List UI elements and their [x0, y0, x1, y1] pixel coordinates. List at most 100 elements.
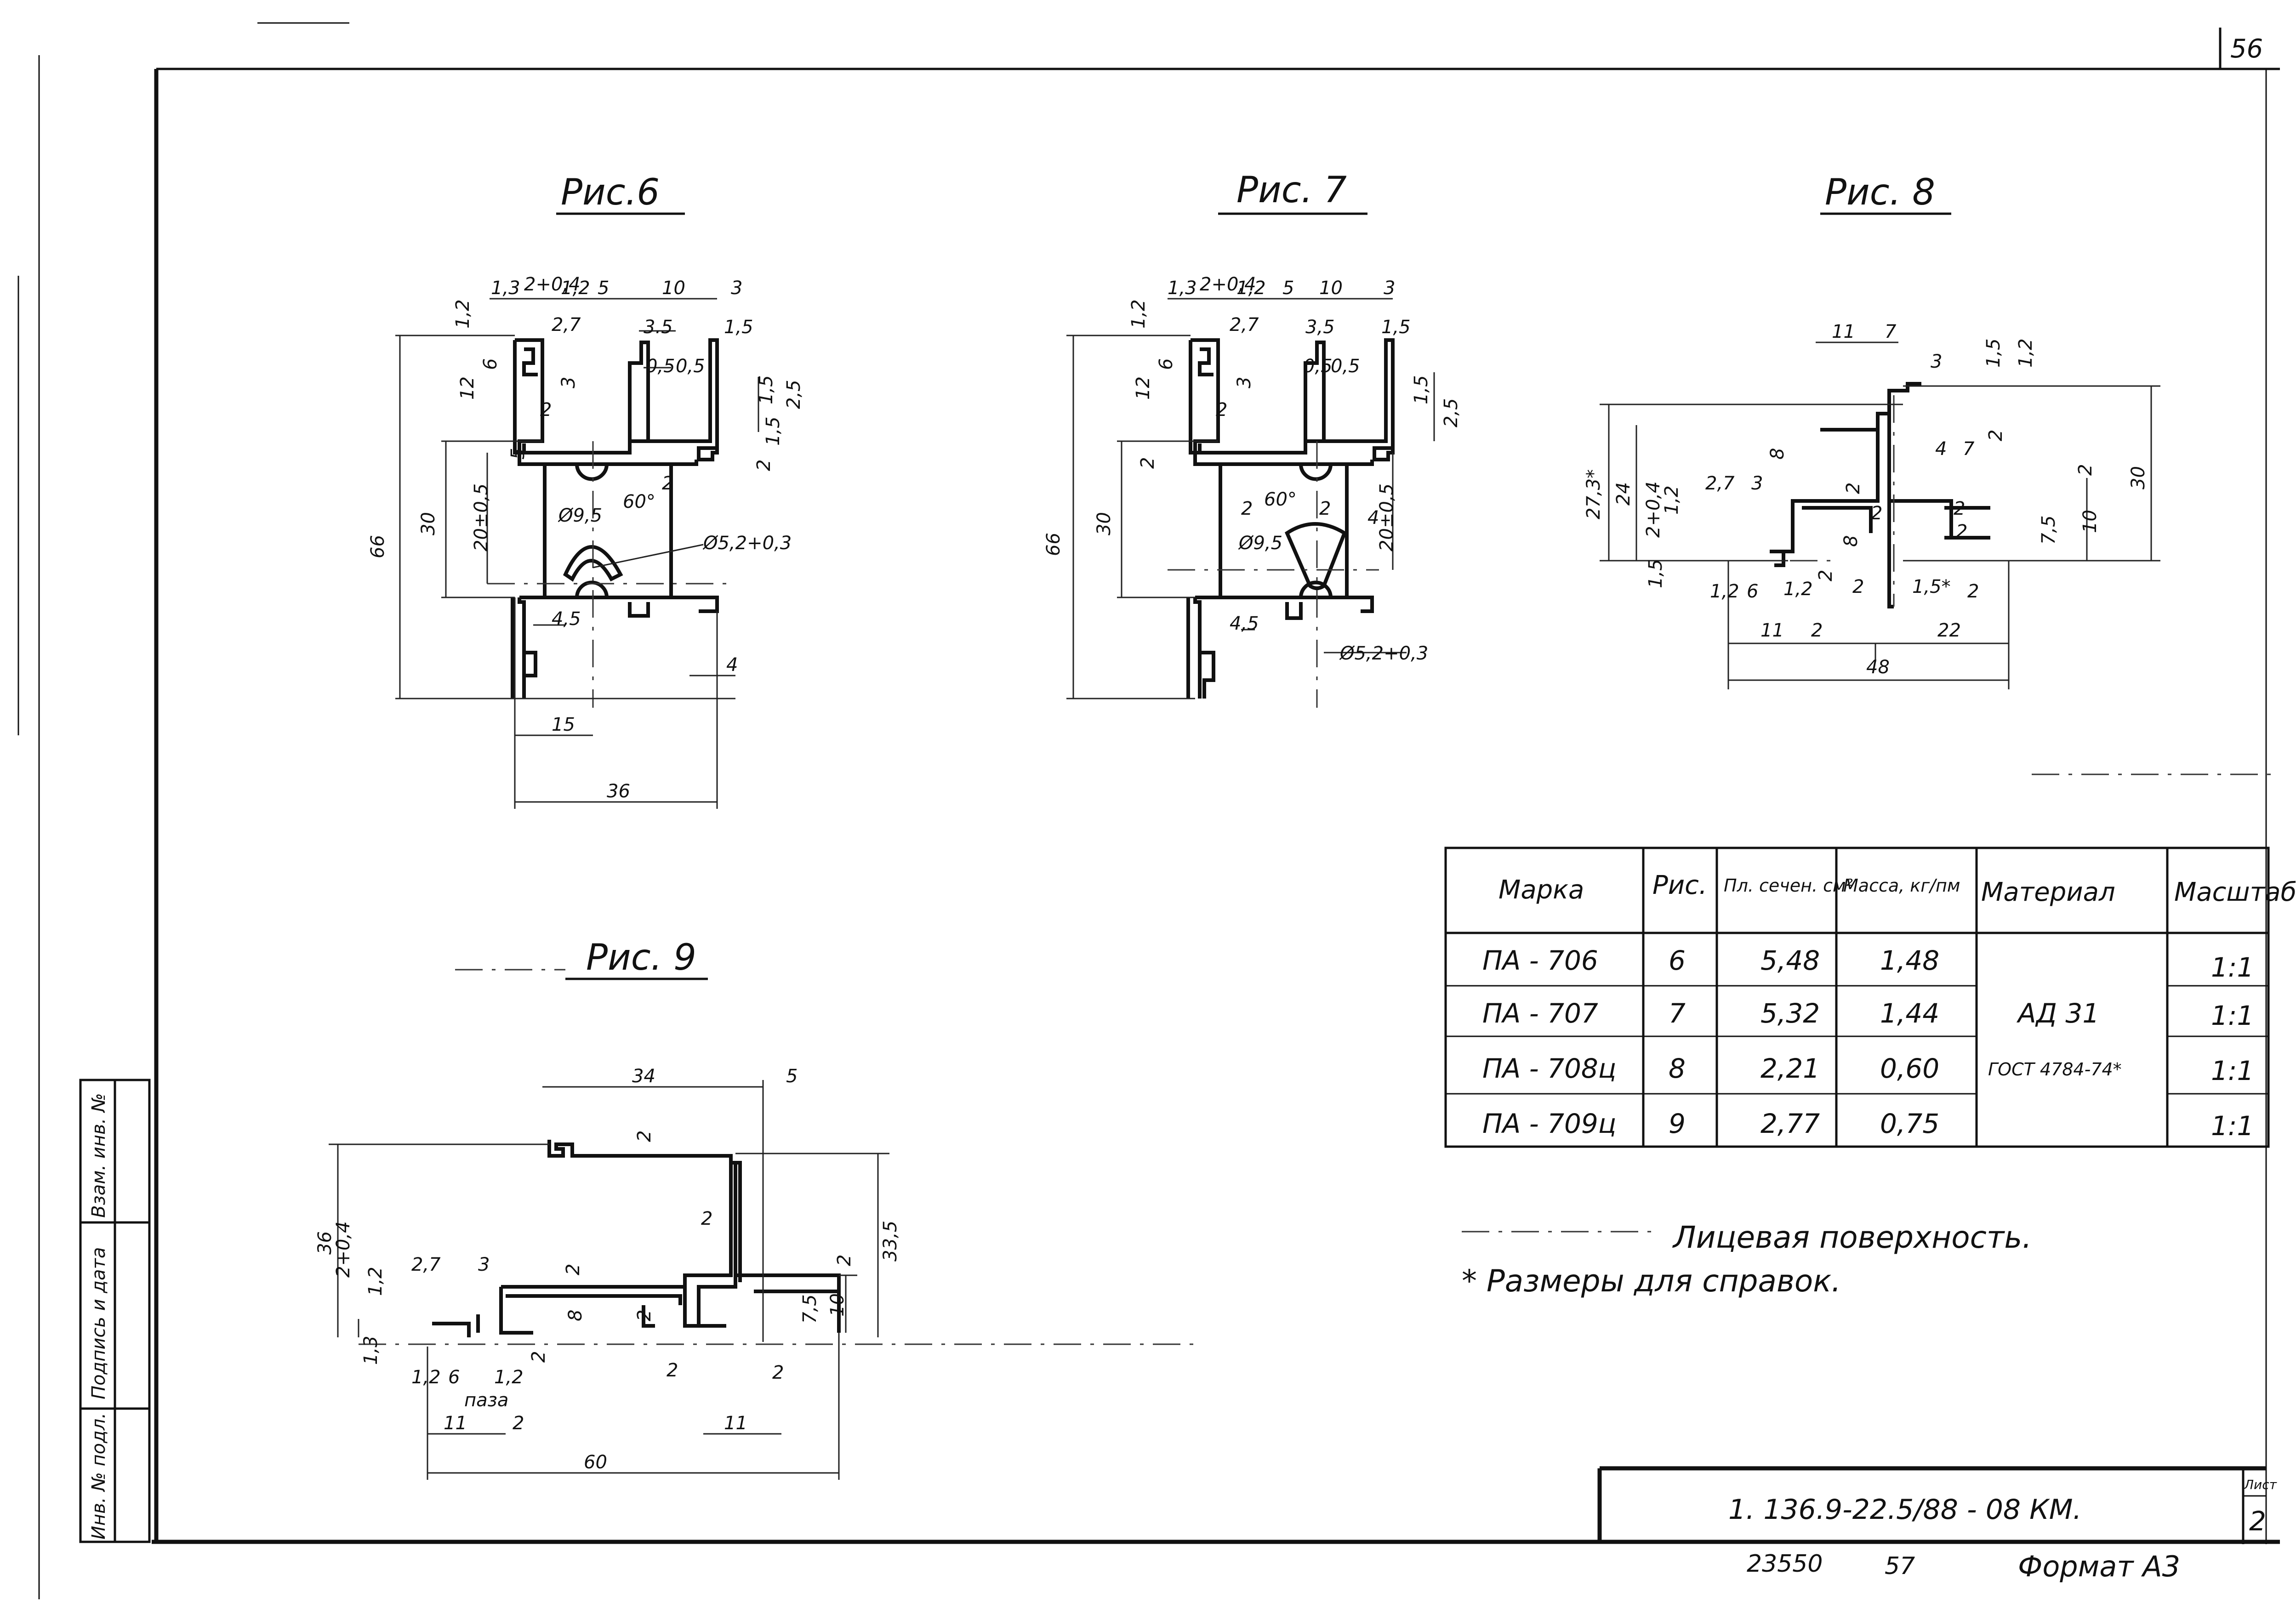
figure-9-profile: [359, 1140, 1195, 1345]
fig6-dim-13: 0,5: [646, 356, 675, 377]
fig8-dim-15: 2: [1871, 503, 1882, 524]
fig6-dim-2: 2+0,4: [524, 274, 581, 295]
fig9-dim-20: 6: [448, 1367, 460, 1388]
fig6-dim-8: 2,7: [552, 314, 581, 335]
figure-7-dimensions: 1,3 2+0,4 1,2 5 10 3 1,2 2,7 3,5 1,5 12 …: [1043, 274, 1462, 699]
fig8-dim-30: 2: [1852, 576, 1864, 597]
figure-9-title: Рис. 9: [586, 937, 696, 978]
fig8-dim-36: 48: [1866, 657, 1890, 678]
fig8-dim-13: 1,5: [1645, 559, 1666, 588]
fig7-dim-22: 60°: [1264, 489, 1297, 510]
table-material-alloy: АД 31: [2016, 998, 2099, 1029]
fig6-dim-15: 1,5: [756, 375, 777, 404]
fig8-dim-27: 6: [1747, 581, 1758, 602]
fig7-dim-15: 1,5: [1411, 375, 1432, 404]
table-header-material: Материал: [1981, 877, 2115, 907]
table-cell-area: 5,32: [1760, 998, 1820, 1029]
footer-copy-number: 57: [1885, 1552, 1915, 1580]
fig9-dim-1: 34: [632, 1066, 655, 1087]
fig6-dim-4: 5: [598, 278, 609, 299]
table-header-mark: Марка: [1498, 875, 1584, 905]
fig8-dim-24: 2: [1956, 521, 1967, 542]
fig7-dim-7: 1,2: [1128, 299, 1149, 329]
fig9-dim-4: 2: [701, 1208, 712, 1229]
table-row: ПА - 709ц 9 2,77 0,75 1:1: [1482, 1108, 2254, 1142]
fig6-dim-29: 4,5: [552, 608, 581, 630]
fig7-dim-16: 2,5: [1441, 398, 1462, 427]
fig7-dim-5: 10: [1319, 278, 1343, 299]
fig9-dim-9: 3: [478, 1254, 490, 1275]
figure-6-title: Рис.6: [561, 172, 660, 213]
fig6-dim-9: 3.5: [644, 317, 673, 338]
fig7-dim-28: 4,5: [1230, 613, 1259, 634]
fig8-dim-22: 2: [2075, 464, 2096, 476]
fig8-dim-25: 8: [1840, 535, 1862, 547]
fig8-dim-33: 11: [1760, 620, 1784, 641]
fig7-dim-1: 1,3: [1168, 278, 1197, 299]
figure-9-dimensions: 34 5 2 2 36 2+0,4 1,2 2,7 3 2 8 2 2 2 10…: [314, 1066, 901, 1480]
table-cell-mark: ПА - 708ц: [1482, 1053, 1616, 1084]
title-block: 1. 136.9-22.5/88 - 08 КМ. Лист 2: [1597, 1466, 2277, 1544]
fig8-dim-28: 1,2: [1783, 579, 1813, 600]
fig7-dim-10: 1,5: [1381, 317, 1411, 338]
fig9-dim-24: 2: [513, 1413, 524, 1434]
fig8-dim-5: 1,2: [2015, 338, 2036, 368]
table-header-mass: Масса, кг/пм: [1843, 875, 1960, 896]
fig9-dim-13: 2: [528, 1351, 549, 1363]
fig6-dim-23: 30: [418, 512, 439, 535]
fig6-dim-28: Ø5,2+0,3: [702, 533, 792, 554]
fig9-dim-7: 1,2: [365, 1267, 386, 1296]
fig7-dim-23: 2: [1241, 498, 1253, 519]
fig6-dim-24: 66: [367, 535, 388, 558]
figure-8: Рис. 8: [1583, 172, 2160, 689]
fig6-dim-20: 2: [753, 460, 775, 471]
fig9-dim-11: 8: [565, 1310, 586, 1321]
fig7-dim-12: 6: [1156, 358, 1177, 370]
fig7-dim-24: 2: [1319, 498, 1331, 519]
fig6-dim-11: 12: [457, 376, 478, 400]
fig6-dim-30: 4: [726, 654, 738, 676]
fig6-dim-31: 15: [552, 714, 575, 735]
table-cell-scale: 1:1: [2211, 1055, 2254, 1086]
fig9-dim-21: 1,2: [494, 1367, 524, 1388]
fig8-dim-3: 3: [1931, 351, 1942, 372]
fig6-dim-7: 1,2: [452, 299, 473, 329]
fig6-dim-10: 1,5: [724, 317, 753, 338]
fig7-dim-2: 2+0,4: [1200, 274, 1256, 295]
table-cell-mark: ПА - 707: [1482, 998, 1598, 1029]
table-row: ПА - 708ц 8 2,21 0,60 1:1: [1482, 1053, 2254, 1086]
legend-face-surface: Лицевая поверхность.: [1672, 1220, 2032, 1255]
fig8-dim-32: 2: [1967, 581, 1979, 602]
table-cell-mark: ПА - 709ц: [1482, 1108, 1616, 1139]
figure-6: Рис.6: [367, 172, 804, 809]
fig7-dim-19: 2: [1137, 457, 1158, 469]
table-header-area: Пл. сечен. см²: [1724, 875, 1853, 896]
footer-format: Формат А3: [2018, 1550, 2180, 1583]
table-cell-scale: 1:1: [2211, 1110, 2254, 1142]
fig9-dim-19: 1,2: [411, 1367, 441, 1388]
fig6-dim-5: 10: [662, 278, 685, 299]
side-stamp: Инв. № подл. Подпись и дата Взам. инв. №: [79, 1079, 151, 1543]
stamp-inv-podl: Инв. № подл.: [88, 1413, 109, 1540]
fig9-dim-14: 2: [834, 1255, 855, 1266]
fig9-dim-17: 33,5: [880, 1221, 901, 1262]
table-material-standard: ГОСТ 4784-74*: [1988, 1059, 2122, 1080]
sheet-frame: 56: [17, 22, 2280, 1599]
fig8-dim-8: 2+0,4: [1643, 481, 1664, 538]
table-cell-fig: 7: [1669, 998, 1686, 1029]
fig6-dim-22: 20±0,5: [471, 483, 492, 551]
table-cell-scale: 1:1: [2211, 952, 2254, 983]
fig6-dim-25: Ø9,5: [558, 505, 602, 526]
fig9-dim-6: 2+0,4: [333, 1221, 354, 1278]
fig8-dim-26: 1,2: [1710, 581, 1739, 602]
fig8-dim-21: 7,5: [2038, 515, 2059, 545]
table-cell-area: 2,77: [1760, 1108, 1820, 1139]
fig7-dim-14: 0,5: [1331, 356, 1360, 377]
fig6-dim-17: 1,5: [763, 416, 784, 446]
fig9-dim-12: 2: [634, 1310, 655, 1321]
fig7-dim-18: 2: [1216, 399, 1227, 421]
fig8-dim-20: 10: [2080, 510, 2101, 533]
fig8-dim-17: 7: [1963, 438, 1975, 460]
fig7-dim-6: 3: [1384, 278, 1395, 299]
fig6-dim-6: 3: [731, 278, 742, 299]
